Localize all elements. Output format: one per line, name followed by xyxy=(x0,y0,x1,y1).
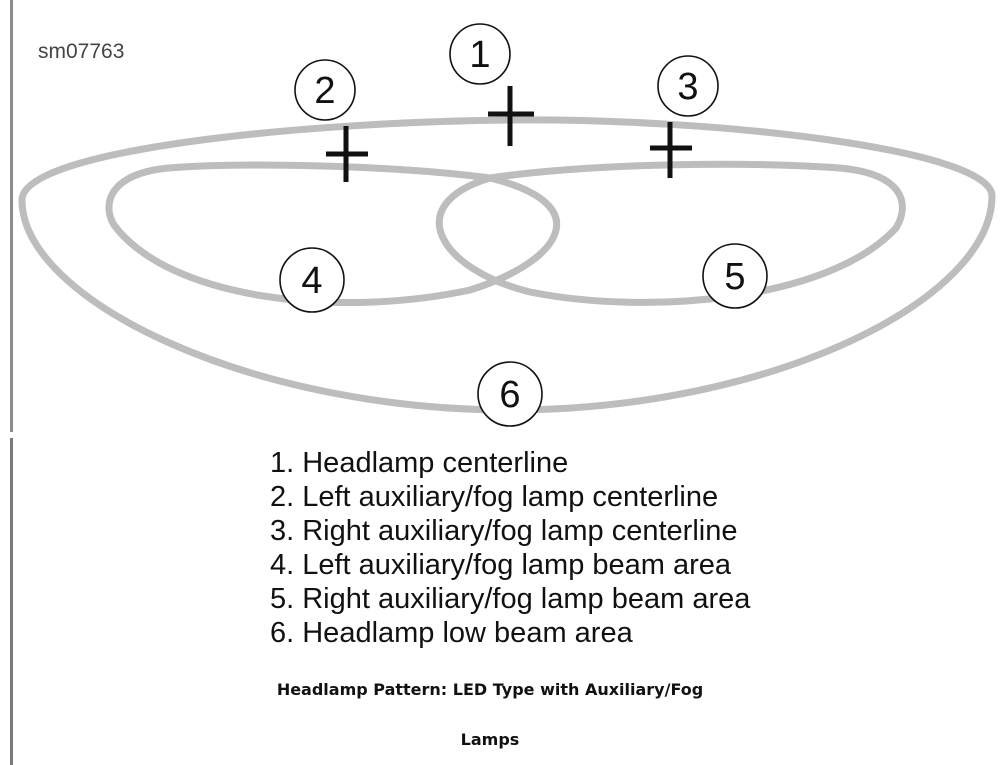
headlamp-pattern-diagram: 1 2 3 4 5 6 xyxy=(18,23,996,427)
legend-item: 6. Headlamp low beam area xyxy=(270,617,633,649)
callout-3: 3 xyxy=(657,55,719,117)
headlamp-low-beam-area xyxy=(18,116,996,414)
legend-item: 5. Right auxiliary/fog lamp beam area xyxy=(270,583,751,615)
legend-item: 4. Left auxiliary/fog lamp beam area xyxy=(270,549,732,581)
callout-2: 2 xyxy=(294,59,356,121)
left-border-rule-lower xyxy=(10,438,13,765)
callout-6-label: 6 xyxy=(499,374,520,416)
left-fog-centerline-marker xyxy=(326,126,368,182)
callout-1: 1 xyxy=(449,23,511,85)
legend-item: 3. Right auxiliary/fog lamp centerline xyxy=(270,515,738,547)
figure-caption-continued: Lamps xyxy=(460,730,520,749)
right-fog-centerline-marker xyxy=(650,122,692,178)
legend-item: 1. Headlamp centerline xyxy=(270,447,569,479)
callout-6: 6 xyxy=(477,361,543,427)
legend-list: 1. Headlamp centerline 2. Left auxiliary… xyxy=(270,446,750,650)
callout-1-label: 1 xyxy=(469,34,490,76)
callout-4: 4 xyxy=(279,247,345,313)
headlamp-centerline-marker xyxy=(488,86,534,146)
callout-5: 5 xyxy=(702,243,768,309)
callout-4-label: 4 xyxy=(301,260,322,302)
figure-caption: Headlamp Pattern: LED Type with Auxiliar… xyxy=(276,680,704,699)
callout-3-label: 3 xyxy=(677,66,698,108)
figure-id: sm07763 xyxy=(38,40,125,63)
right-fog-beam-area xyxy=(435,160,906,306)
legend-item: 2. Left auxiliary/fog lamp centerline xyxy=(270,481,719,513)
left-border-rule xyxy=(10,0,13,432)
callout-5-label: 5 xyxy=(724,256,745,298)
left-fog-beam-area xyxy=(105,161,561,306)
callout-2-label: 2 xyxy=(314,70,335,112)
